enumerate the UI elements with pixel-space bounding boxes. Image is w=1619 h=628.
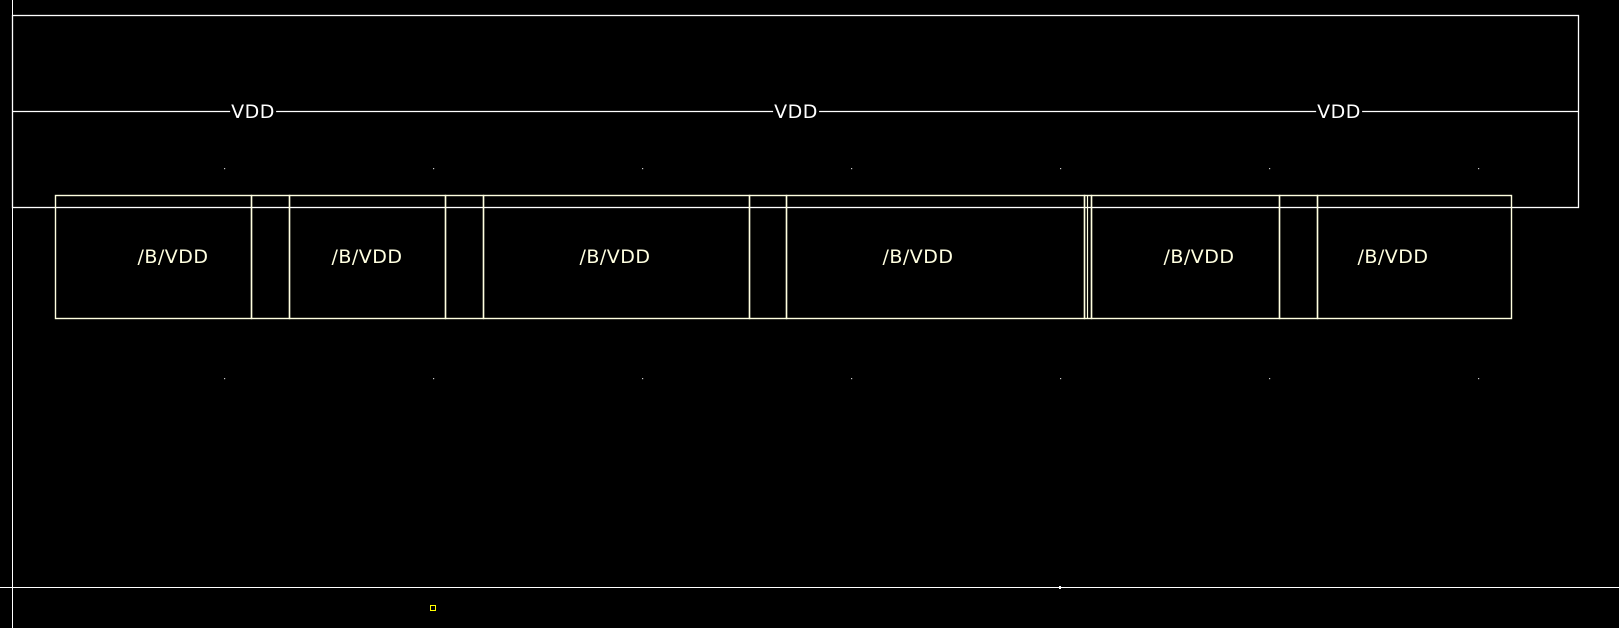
grid-dots — [224, 168, 1480, 380]
spacer-cell-box[interactable] — [444, 194, 485, 320]
grid-dot — [1269, 168, 1271, 170]
spacer-cell-box[interactable] — [748, 194, 788, 320]
origin-marker[interactable] — [430, 605, 436, 611]
grid-dot — [224, 168, 226, 170]
grid-dot — [851, 378, 853, 380]
grid-dot — [851, 168, 853, 170]
cell-label: /B/VDD — [331, 246, 403, 268]
grid-dot — [433, 168, 435, 170]
cell-label: /B/VDD — [1163, 246, 1235, 268]
grid-dot — [224, 378, 226, 380]
cell-row — [54, 194, 1513, 320]
grid-dot — [433, 378, 435, 380]
grid-dot — [1269, 378, 1271, 380]
cell-label: /B/VDD — [1357, 246, 1429, 268]
tick-mark — [1059, 586, 1061, 589]
cell-label: /B/VDD — [579, 246, 651, 268]
spacer-cell-box[interactable] — [1278, 194, 1319, 320]
cell-label: /B/VDD — [882, 246, 954, 268]
vdd-label-2: VDD — [773, 101, 819, 123]
grid-dot — [1060, 378, 1062, 380]
cell-label: /B/VDD — [137, 246, 209, 268]
grid-dot — [642, 378, 644, 380]
spacer-cell-box[interactable] — [250, 194, 291, 320]
vdd-label-3: VDD — [1316, 101, 1362, 123]
vdd-label-1: VDD — [230, 101, 276, 123]
grid-dot — [642, 168, 644, 170]
grid-dot — [1060, 168, 1062, 170]
grid-dot — [1478, 168, 1480, 170]
grid-dot — [1478, 378, 1480, 380]
